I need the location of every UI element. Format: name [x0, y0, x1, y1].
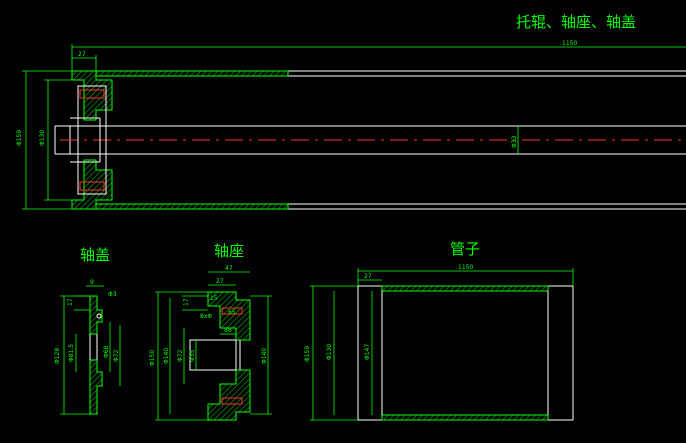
seat-dim-88: 88 [224, 327, 232, 334]
tube-dim-1150: 1150 [458, 264, 473, 271]
cap-drawing: 9 17 Φ3 Φ128 Φ81.5 Φ68 Φ72 [54, 279, 121, 415]
tube-drawing: 1150 27 Φ159 Φ130 Φ147 [304, 264, 574, 421]
seat-title: 轴座 [214, 242, 244, 260]
seat-dim-140b: Φ140 [261, 348, 268, 364]
seat-dim-150: Φ150 [149, 350, 156, 366]
seat-dim-35: Φ35 [189, 349, 196, 362]
cap-title: 轴盖 [80, 246, 110, 264]
tube-dim-27: 27 [364, 273, 372, 280]
seat-dim-140: Φ140 [163, 348, 170, 364]
dim-d33: Φ33 [511, 135, 518, 148]
seat-dim-15: 15 [210, 295, 218, 302]
roller-assembly: 27 1150 Φ159 Φ130 Φ33 [16, 40, 686, 210]
seat-dim-65: 65 [228, 309, 236, 316]
seat-dim-72: Φ72 [177, 349, 184, 362]
cap-dim-top: 9 [90, 279, 94, 286]
seat-dim-17: 17 [183, 298, 190, 306]
seat-dim-47: 47 [225, 265, 233, 272]
dim-1150: 1150 [562, 40, 577, 47]
dim-d159: Φ159 [16, 130, 23, 146]
cap-dim-17: 17 [67, 298, 74, 306]
tube-dim-130: Φ130 [326, 344, 333, 360]
seat-dim-27: 27 [216, 278, 224, 285]
cap-dim-68: Φ68 [103, 345, 110, 358]
dim-27: 27 [78, 51, 86, 58]
cap-dim-81: Φ81.5 [68, 344, 75, 362]
seat-drawing: 47 27 17 15 65 8xΦ 88 Φ150 Φ140 Φ72 Φ35 … [149, 265, 272, 421]
tube-title: 管子 [450, 240, 480, 258]
tube-dim-159: Φ159 [304, 346, 311, 362]
dim-d130: Φ130 [39, 130, 46, 146]
main-title: 托辊、轴座、轴盖 [516, 13, 636, 31]
cap-dim-128: Φ128 [54, 348, 61, 364]
cap-dim-72: Φ72 [113, 349, 120, 362]
tube-dim-147: Φ147 [364, 344, 371, 360]
cap-dim-phi3: Φ3 [108, 291, 117, 298]
seat-dim-m10: 8xΦ [200, 313, 212, 320]
